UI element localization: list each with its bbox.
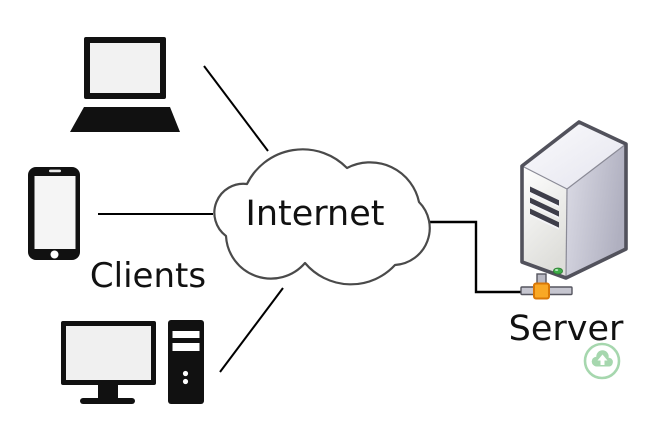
laptop-to-cloud-line <box>203 65 269 152</box>
clients-label: Clients <box>89 256 207 296</box>
cloud-to-server-line <box>430 220 523 294</box>
internet-label: Internet <box>245 194 385 234</box>
laptop-icon <box>70 37 180 132</box>
server-led <box>553 267 564 275</box>
server-tower-icon <box>520 120 628 280</box>
server-label: Server <box>508 309 624 349</box>
network-connector-icon <box>520 273 573 300</box>
desktop-to-cloud-line <box>219 287 284 373</box>
smartphone-icon <box>28 167 80 260</box>
server-vent-slots <box>530 186 559 230</box>
desktop-computer-icon <box>61 320 204 404</box>
cloud-upload-watermark-icon <box>583 342 621 380</box>
internet-cloud-icon <box>213 148 431 286</box>
connection-lines <box>98 65 523 373</box>
